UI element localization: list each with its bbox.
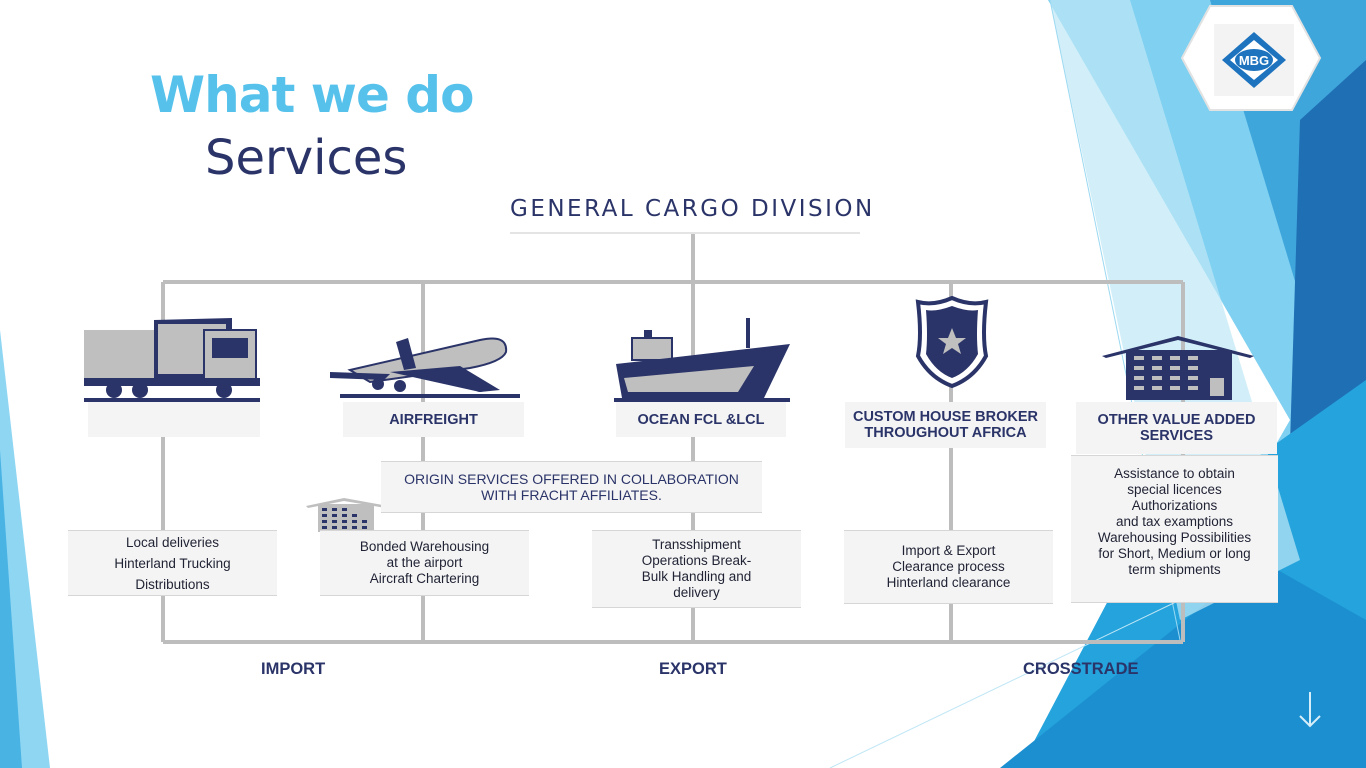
service-label-airfreight: AIRFREIGHT: [343, 402, 524, 437]
mbg-logo: MBG: [1180, 5, 1322, 111]
detail-customs: Import & Export Clearance process Hinter…: [844, 530, 1053, 604]
service-label-value-added: OTHER VALUE ADDED SERVICES: [1076, 402, 1277, 454]
detail-trucking: Local deliveries Hinterland Trucking Dis…: [68, 530, 277, 596]
division-heading: GENERAL CARGO DIVISION: [510, 196, 875, 222]
service-label-trucking: [88, 402, 260, 437]
detail-ocean: Transshipment Operations Break- Bulk Han…: [592, 530, 801, 608]
label-crosstrade: CROSSTRADE: [1023, 660, 1139, 678]
label-import: IMPORT: [261, 660, 326, 678]
service-label-ocean: OCEAN FCL &LCL: [616, 402, 786, 437]
warehouse-icon: [1102, 336, 1254, 400]
page-subtitle: Services: [205, 130, 408, 186]
truck-icon: [84, 318, 260, 402]
small-warehouse-icon: [306, 498, 388, 532]
origin-services-banner: ORIGIN SERVICES OFFERED IN COLLABORATION…: [381, 461, 762, 513]
airplane-icon: [330, 337, 520, 398]
police-badge-icon: [915, 296, 989, 388]
detail-airfreight: Bonded Warehousing at the airport Aircra…: [320, 530, 529, 596]
arrow-down-icon[interactable]: [1296, 690, 1324, 730]
ship-icon: [614, 318, 790, 402]
label-export: EXPORT: [659, 660, 727, 678]
service-label-customs: CUSTOM HOUSE BROKER THROUGHOUT AFRICA: [845, 402, 1046, 448]
detail-value-added: Assistance to obtain special licences Au…: [1071, 455, 1278, 603]
page-title: What we do: [150, 66, 474, 124]
logo-text: MBG: [1239, 53, 1269, 68]
